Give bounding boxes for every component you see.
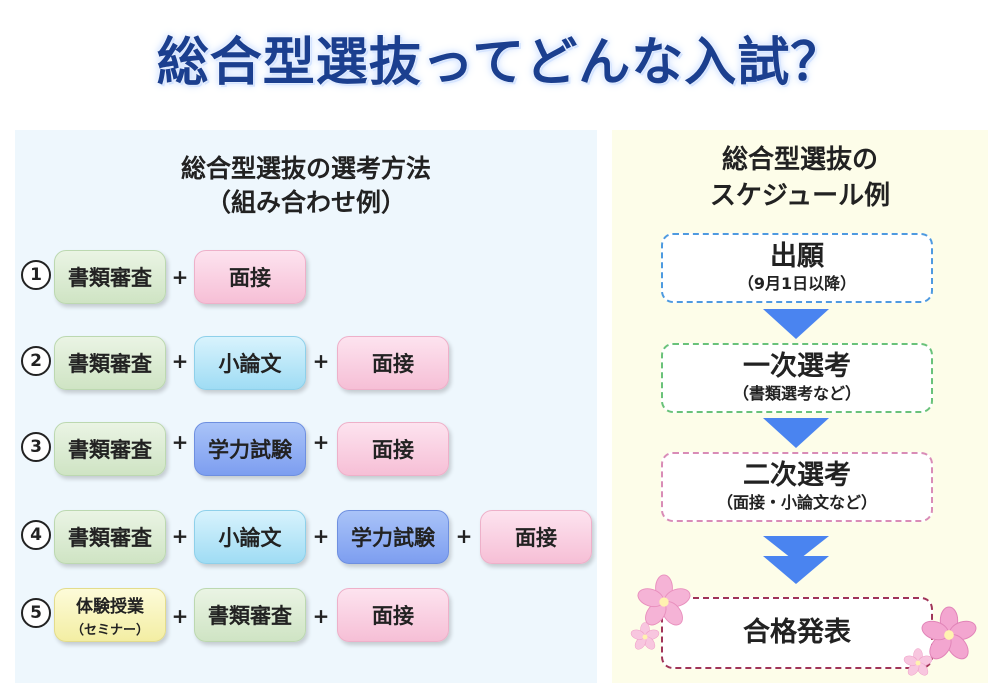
row-number-1-icon: 1 <box>21 260 51 290</box>
method-interview: 面接 <box>337 422 449 476</box>
method-interview: 面接 <box>337 336 449 390</box>
plus-sign: + <box>171 349 189 373</box>
method-document-review: 書類審査 <box>54 422 166 476</box>
arrow-down-icon <box>763 418 829 448</box>
method-document-review: 書類審査 <box>54 250 166 304</box>
row-number-2-icon: 2 <box>21 346 51 376</box>
plus-sign: + <box>171 430 189 454</box>
page-title: 総合型選抜ってどんな入試？ <box>156 33 844 93</box>
method-academic-test: 学力試験 <box>337 510 449 564</box>
row-number-3-icon: 3 <box>21 432 51 462</box>
method-interview: 面接 <box>337 588 449 642</box>
methods-title: 総合型選抜の選考方法 （組み合わせ例） <box>15 152 597 220</box>
schedule-step-second-screening: 二次選考 （面接・小論文など） <box>661 452 933 522</box>
method-interview: 面接 <box>480 510 592 564</box>
schedule-title-line2: スケジュール例 <box>709 181 891 211</box>
plus-sign: + <box>312 430 330 454</box>
row-number-5-icon: 5 <box>21 598 51 628</box>
plus-sign: + <box>312 604 330 628</box>
double-arrow-down-icon <box>763 536 829 584</box>
plus-sign: + <box>171 524 189 548</box>
method-academic-test: 学力試験 <box>194 422 306 476</box>
method-document-review: 書類審査 <box>54 510 166 564</box>
arrow-down-icon <box>763 309 829 339</box>
method-document-review: 書類審査 <box>194 588 306 642</box>
schedule-title: 総合型選抜の スケジュール例 <box>612 142 988 214</box>
method-trial-class: 体験授業 （セミナー） <box>54 588 166 642</box>
method-interview: 面接 <box>194 250 306 304</box>
sakura-flower-icon <box>921 606 977 660</box>
plus-sign: + <box>312 524 330 548</box>
plus-sign: + <box>171 604 189 628</box>
schedule-title-line1: 総合型選抜の <box>721 145 878 175</box>
method-essay: 小論文 <box>194 510 306 564</box>
plus-sign: + <box>312 349 330 373</box>
plus-sign: + <box>455 524 473 548</box>
methods-title-line1: 総合型選抜の選考方法 <box>180 154 431 183</box>
methods-title-line2: （組み合わせ例） <box>205 188 406 217</box>
sakura-flower-icon <box>637 574 691 626</box>
sakura-flower-icon <box>903 648 933 676</box>
method-document-review: 書類審査 <box>54 336 166 390</box>
schedule-step-result-announcement: 合格発表 <box>661 597 933 669</box>
sakura-flower-icon <box>630 622 660 650</box>
plus-sign: + <box>171 265 189 289</box>
schedule-step-first-screening: 一次選考 （書類選考など） <box>661 343 933 413</box>
method-essay: 小論文 <box>194 336 306 390</box>
schedule-step-application: 出願 （9月1日以降） <box>661 233 933 303</box>
row-number-4-icon: 4 <box>21 520 51 550</box>
